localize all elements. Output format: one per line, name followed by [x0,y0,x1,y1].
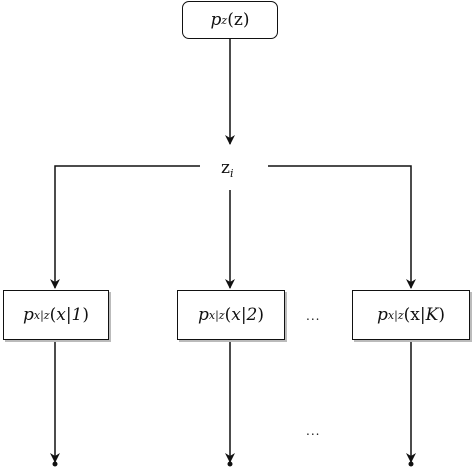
cond-2-func: p [197,305,209,325]
cond-1-sub: x|z [33,308,50,322]
prior-arg: z [233,10,243,30]
output-dot-2 [227,461,233,467]
cond-k-sub: x|z [387,308,404,322]
latent-sub: i [229,167,234,180]
cond-k-arg-idx: K [425,305,439,325]
cond-1-func: p [22,305,34,325]
latent-variable-label: zi [221,158,234,180]
cond-k-arg-var: x [410,305,420,325]
ellipsis-row: ... [306,309,321,323]
line-latent-to-cond-1 [50,165,200,289]
cond-2-arg: x|2 [231,305,258,325]
prior-sub: z [221,13,228,27]
line-latent-to-cond-k [268,165,416,289]
output-dot-1 [52,461,58,467]
cond-k-func: p [377,305,388,325]
output-dot-k [408,461,414,467]
ellipsis-output: ... [306,424,321,438]
latent-var: z [221,158,230,178]
prior-func: p [210,10,222,30]
cond-1-arg: x|1 [56,305,83,325]
cond-k-arg-sep: | [419,305,426,325]
cond-2-sub: x|z [208,308,225,322]
